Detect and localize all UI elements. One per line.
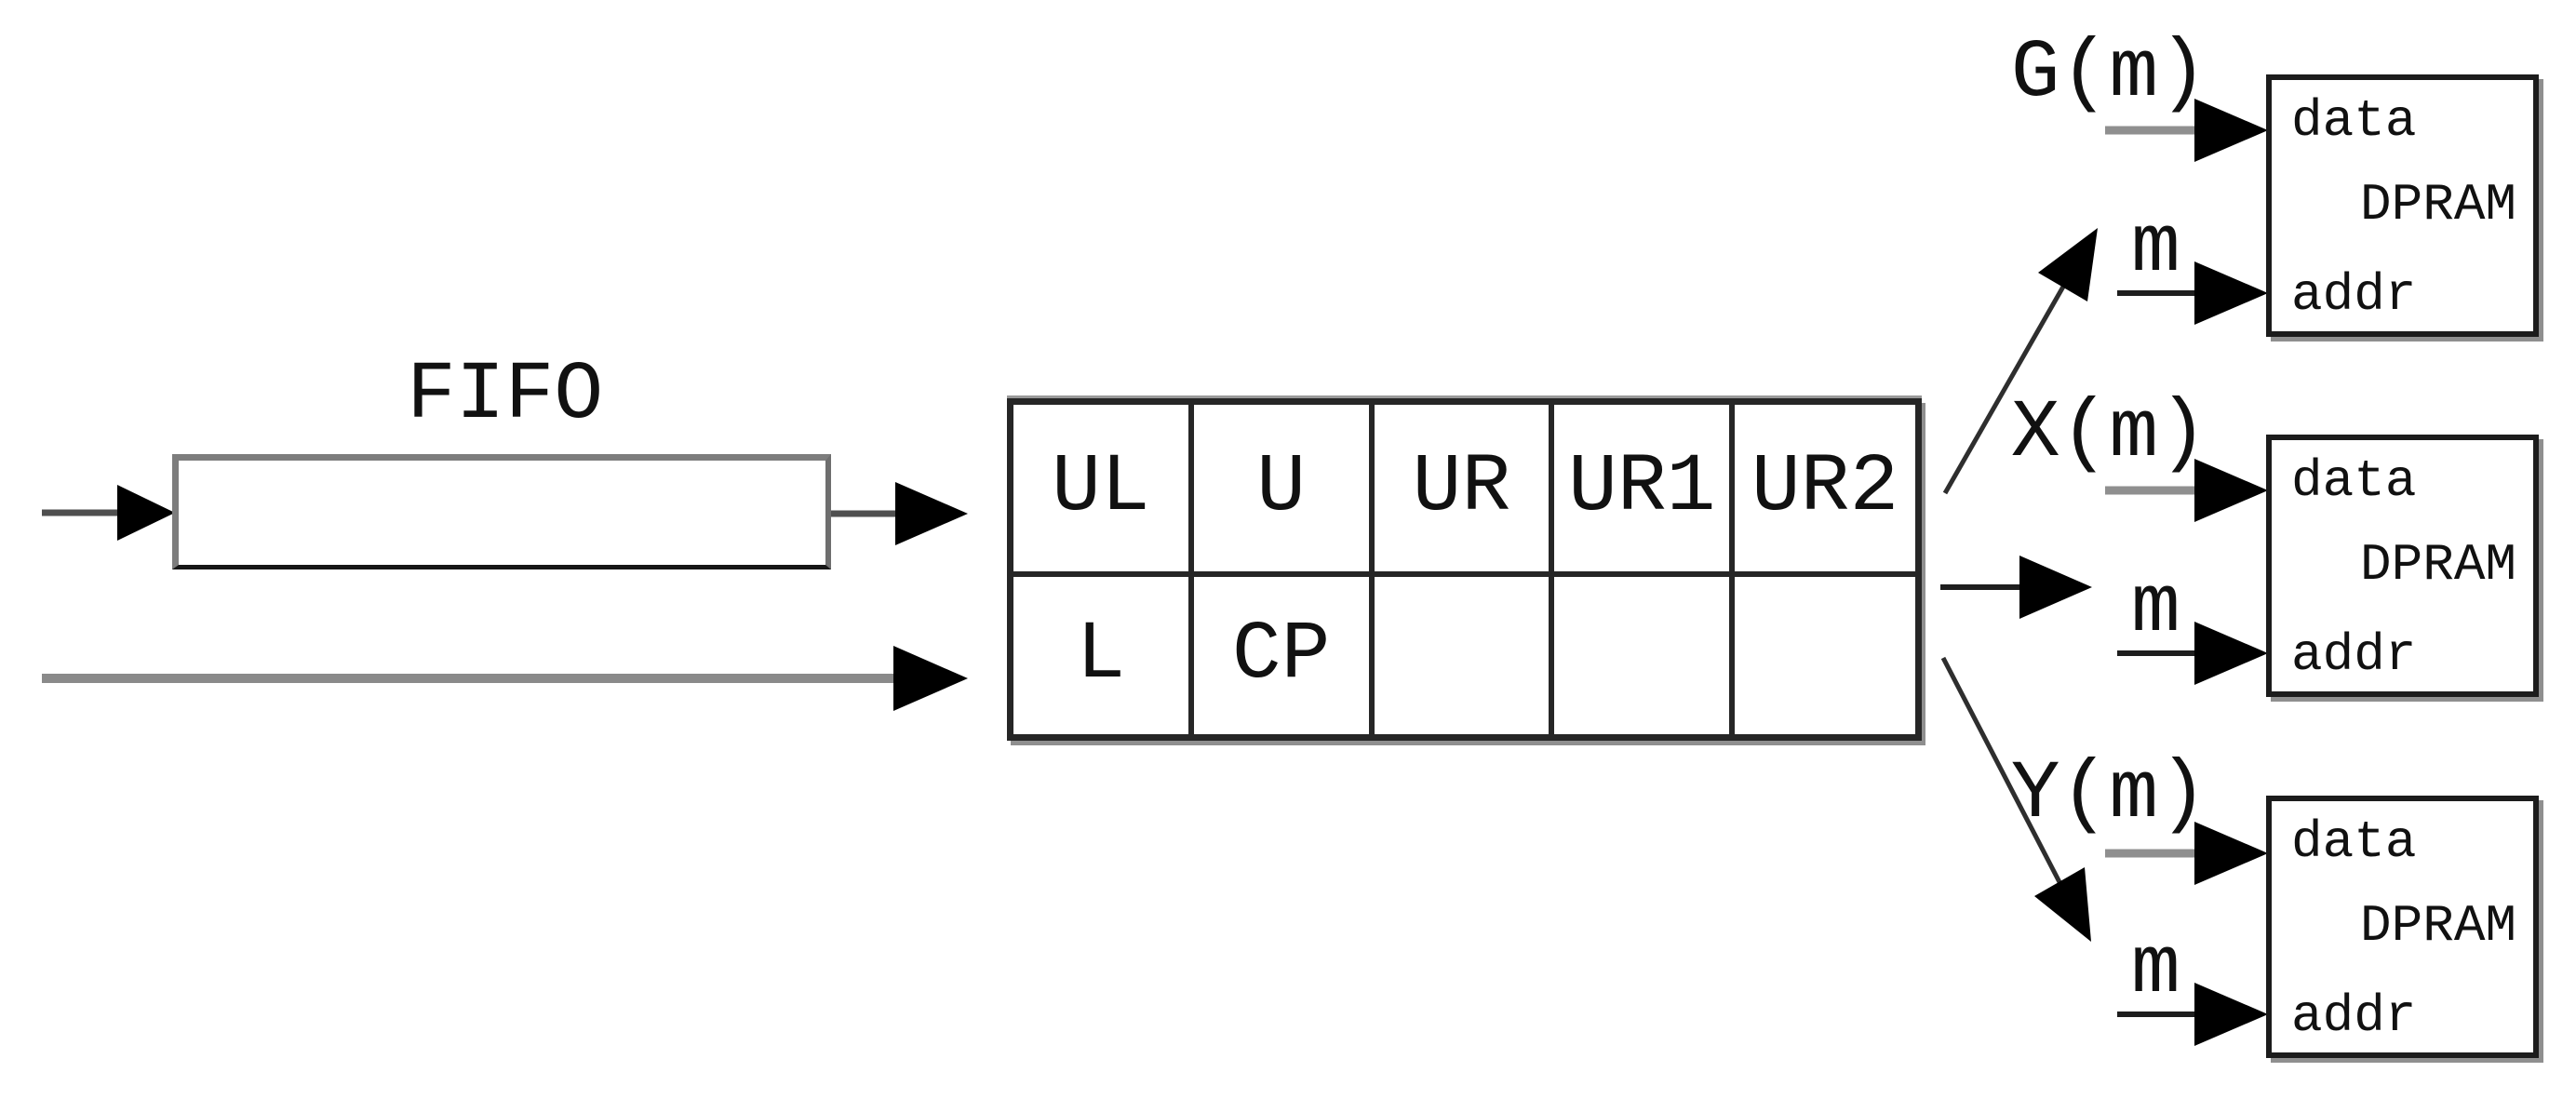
dpram-block-g <box>2266 74 2539 337</box>
x-addr-signal-label: m <box>2131 563 2180 655</box>
fanout-up-arrowhead-icon <box>2038 228 2098 301</box>
g-addr-arrowhead-icon <box>2194 261 2268 325</box>
table-cell-empty-3 <box>1735 577 1915 734</box>
dpram-g-name-label: DPRAM <box>2360 175 2517 234</box>
g-addr-signal-label: m <box>2131 203 2180 295</box>
table-cell-ur: UR <box>1374 405 1555 578</box>
y-addr-signal-label: m <box>2131 924 2180 1016</box>
table-cell-ur2: UR2 <box>1735 405 1915 578</box>
fifo-label: FIFO <box>407 350 604 442</box>
table-cell-empty-1 <box>1375 577 1555 734</box>
fifo-box <box>172 454 831 569</box>
y-data-signal-label: Y(m) <box>2010 749 2207 841</box>
x-data-signal-label: X(m) <box>2010 388 2207 480</box>
dpram-y-name-label: DPRAM <box>2360 896 2517 956</box>
fanout-mid-arrowhead-icon <box>2019 556 2092 619</box>
dpram-block-x <box>2266 435 2539 697</box>
fanout-down-arrowhead-icon <box>2034 867 2091 942</box>
table-cell-cp: CP <box>1194 577 1375 734</box>
table-cell-ur1: UR1 <box>1554 405 1736 578</box>
fanout-down-line <box>1940 656 2062 884</box>
dpram-x-name-label: DPRAM <box>2360 535 2517 595</box>
dpram-y-addr-port-label: addr <box>2291 986 2417 1046</box>
y-addr-arrowhead-icon <box>2194 983 2268 1046</box>
dpram-x-addr-port-label: addr <box>2291 625 2417 685</box>
table-cell-ul: UL <box>1013 405 1194 578</box>
g-data-signal-label: G(m) <box>2010 28 2207 120</box>
dpram-y-data-port-label: data <box>2291 812 2417 872</box>
table-cell-empty-2 <box>1554 577 1736 734</box>
dpram-g-data-port-label: data <box>2291 91 2417 151</box>
table-cell-u: U <box>1193 405 1375 578</box>
fifo-output-arrowhead-icon <box>895 482 968 545</box>
table-cell-l: L <box>1013 577 1194 734</box>
x-data-arrowhead-icon <box>2194 459 2268 522</box>
g-data-arrowhead-icon <box>2194 99 2268 162</box>
dpram-g-addr-port-label: addr <box>2291 265 2417 325</box>
lower-bus-arrowhead-icon <box>893 646 968 711</box>
fifo-input-arrowhead-icon <box>117 485 175 541</box>
fanout-up-line <box>1942 285 2066 495</box>
x-addr-arrowhead-icon <box>2194 622 2268 685</box>
dpram-x-data-port-label: data <box>2291 451 2417 511</box>
register-table: UL U UR UR1 UR2 L CP <box>1007 398 1922 741</box>
dpram-block-y <box>2266 796 2539 1058</box>
y-data-arrowhead-icon <box>2194 822 2268 885</box>
